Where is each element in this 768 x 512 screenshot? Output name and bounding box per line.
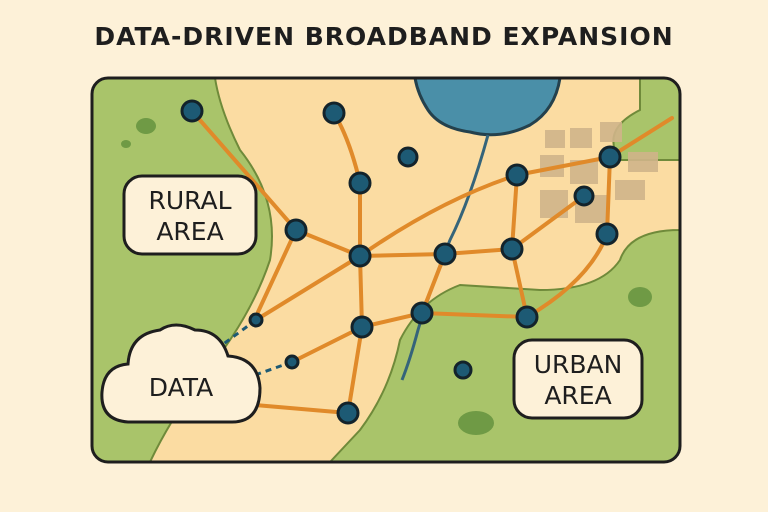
network-node: [573, 185, 595, 207]
data-label: DATA: [149, 373, 213, 402]
urban-label-line1: URBAN: [534, 350, 623, 379]
fiber-link: [510, 194, 586, 251]
fiber-link: [294, 228, 514, 259]
network-node: [336, 401, 360, 425]
network-node: [284, 354, 300, 370]
rural-label-line2: AREA: [156, 217, 223, 246]
network-node: [598, 145, 622, 169]
fiber-link: [253, 403, 350, 415]
data-cloud: DATA: [100, 323, 262, 424]
network-node: [180, 99, 204, 123]
network-node: [505, 163, 529, 187]
urban-area-label: URBAN AREA: [512, 338, 644, 420]
network-node: [322, 101, 346, 125]
city-buildings: [540, 122, 658, 223]
network-node: [515, 305, 539, 329]
data-link-dashed: [221, 318, 293, 377]
urban-label-line2: AREA: [544, 381, 611, 410]
fiber-link: [290, 325, 364, 364]
network-node: [453, 360, 473, 380]
network-node: [348, 244, 372, 268]
fiber-link: [254, 254, 362, 322]
fiber-link: [190, 109, 298, 232]
network-node: [595, 222, 619, 246]
rural-area-label: RURAL AREA: [122, 174, 258, 256]
page-title: DATA-DRIVEN BROADBAND EXPANSION: [94, 22, 674, 51]
network-node: [248, 312, 264, 328]
network-node: [350, 315, 374, 339]
network-node: [284, 218, 308, 242]
network-nodes: [180, 99, 622, 425]
network-node: [397, 146, 419, 168]
network-node: [348, 171, 372, 195]
map-frame: [90, 76, 682, 464]
cloud-icon: [100, 323, 262, 424]
network-node: [500, 237, 524, 261]
lake: [413, 78, 562, 137]
rural-label-line1: RURAL: [148, 186, 231, 215]
network-node: [433, 242, 457, 266]
network-node: [410, 301, 434, 325]
fiber-link: [256, 228, 298, 314]
